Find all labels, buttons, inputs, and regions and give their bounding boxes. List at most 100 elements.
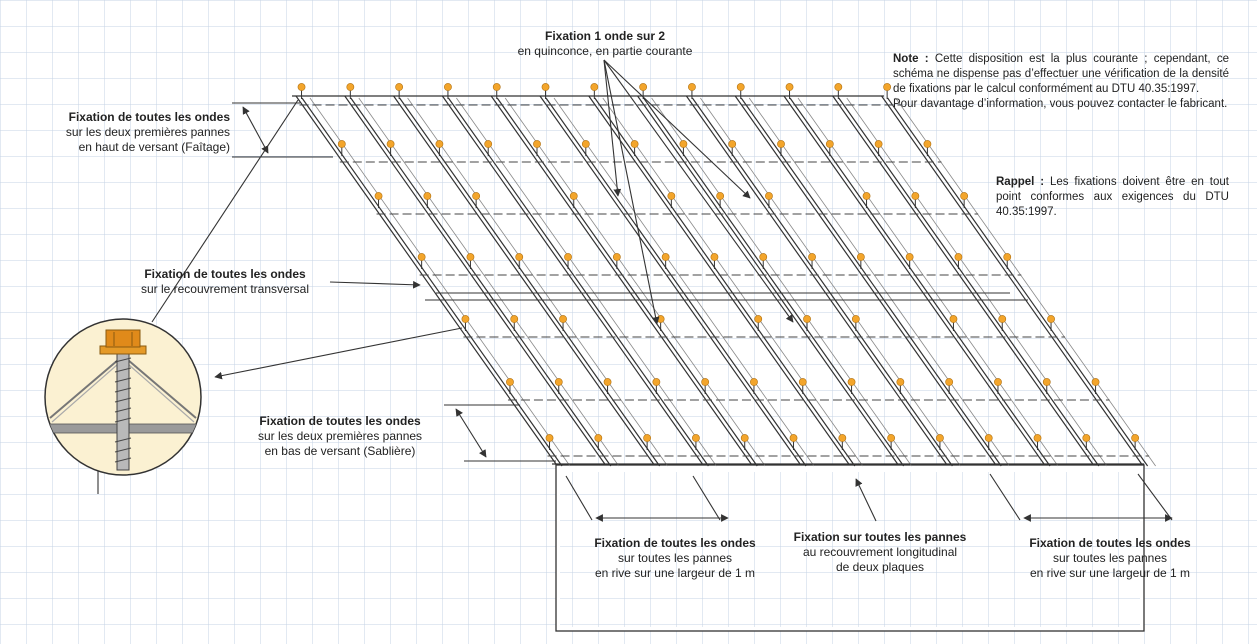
fastener-head — [569, 192, 578, 200]
note-lead: Note : — [893, 53, 929, 65]
fastener-head — [297, 83, 306, 91]
rib-line — [309, 97, 571, 467]
fastener-head — [581, 140, 590, 148]
label-rive-left-title: Fixation de toutes les ondes — [594, 536, 756, 550]
lower-panel-mask — [560, 472, 1140, 627]
fastener-head — [911, 192, 920, 200]
fastener-head — [1042, 378, 1051, 386]
fastener-head — [564, 253, 572, 261]
fastener-head — [374, 192, 383, 200]
rib-line — [447, 97, 709, 467]
fastener-head — [692, 434, 700, 442]
reminder-lead: Rappel : — [996, 176, 1045, 188]
fastener-head — [728, 140, 737, 148]
fastener-head — [701, 378, 710, 386]
rib-line — [504, 97, 766, 467]
rib-line — [651, 97, 912, 467]
fastener-head — [716, 192, 725, 200]
fastener-head — [862, 192, 871, 200]
rib-line — [602, 97, 864, 467]
fastener-head — [688, 83, 696, 91]
fastener-head — [533, 140, 541, 148]
label-transverse-title: Fixation de toutes les ondes — [144, 267, 306, 281]
rib-line — [441, 95, 703, 465]
rib-line — [545, 97, 807, 467]
fastener-head — [472, 192, 481, 200]
label-ridge-line3: en haut de versant (Faîtage) — [78, 140, 230, 154]
note-text2: Pour davantage d’information, vous pouve… — [893, 98, 1228, 110]
fastener-head — [1082, 434, 1091, 442]
label-eave-title: Fixation de toutes les ondes — [259, 414, 421, 428]
label-transverse-line2: sur le recouvrement transversal — [140, 282, 310, 296]
label-rive-right: Fixation de toutes les ondes sur toutes … — [1010, 536, 1210, 581]
rib-line — [783, 95, 1045, 465]
fastener-head — [594, 434, 603, 442]
fastener-head — [856, 253, 865, 261]
fastener-head — [643, 434, 652, 442]
fastener-head — [785, 83, 794, 91]
fastener-head — [661, 253, 670, 261]
label-ridge-title: Fixation de toutes les ondes — [68, 110, 230, 124]
label-longitudinal: Fixation sur toutes les pannes au recouv… — [780, 530, 980, 575]
rib-line — [295, 95, 557, 465]
fastener-head — [510, 315, 519, 323]
fastener-head — [759, 253, 768, 261]
fastener-head — [740, 434, 749, 442]
fastener-head — [466, 253, 475, 261]
rib-line — [838, 97, 1100, 467]
callout-lines — [97, 59, 1173, 522]
fastener-head — [954, 253, 963, 261]
rib-line — [685, 95, 947, 465]
fastener-head — [417, 253, 426, 261]
rib-line — [797, 97, 1059, 467]
fastener-head — [887, 434, 896, 442]
fastener-head — [936, 434, 944, 442]
rib-line — [553, 97, 815, 467]
label-eave-line3: en bas de versant (Sablière) — [264, 444, 416, 458]
fastener-head — [346, 83, 355, 91]
fastener-head — [484, 140, 493, 148]
fastener-head — [998, 315, 1007, 323]
fastener-head — [949, 315, 958, 323]
rib-line — [594, 97, 856, 467]
rib-line — [691, 97, 953, 467]
rib-line — [832, 95, 1094, 465]
fastener-head — [798, 378, 807, 386]
rib-line — [846, 97, 1108, 467]
rib-line — [456, 97, 717, 467]
rib-line — [496, 97, 758, 467]
rib-line — [407, 97, 668, 467]
fastener-head — [834, 83, 843, 91]
fastener-head — [808, 253, 816, 261]
label-rive-left: Fixation de toutes les ondes sur toutes … — [575, 536, 775, 581]
fastener-head — [423, 192, 432, 200]
label-longitudinal-line3: de deux plaques — [835, 560, 925, 574]
label-rive-left-line2: sur toutes les pannes — [617, 551, 733, 565]
fastener-head — [789, 434, 798, 442]
fastener-head — [750, 378, 758, 386]
rib-line — [789, 97, 1051, 467]
fastener-head — [639, 83, 648, 91]
fastener-head — [874, 140, 883, 148]
fastener-head — [444, 83, 452, 91]
fastener-head — [554, 378, 563, 386]
fastener-head — [994, 378, 1002, 386]
label-longitudinal-line2: au recouvrement longitudinal — [802, 545, 958, 559]
rib-line — [748, 97, 1010, 467]
rib-line — [358, 97, 620, 467]
fastener-head — [851, 315, 860, 323]
fastener-head — [492, 83, 501, 91]
fastener-head — [337, 140, 346, 148]
fastener-head — [1047, 315, 1055, 323]
fastener-head — [435, 140, 444, 148]
fastener-head — [545, 434, 554, 442]
fastener-head — [923, 140, 932, 148]
fastener-head — [679, 140, 688, 148]
fastener-head — [825, 140, 834, 148]
fastener-head — [960, 192, 969, 200]
fastener-head — [386, 140, 395, 148]
fastener-head — [710, 253, 719, 261]
fastener-head — [883, 83, 892, 91]
fastener-head — [395, 83, 404, 91]
